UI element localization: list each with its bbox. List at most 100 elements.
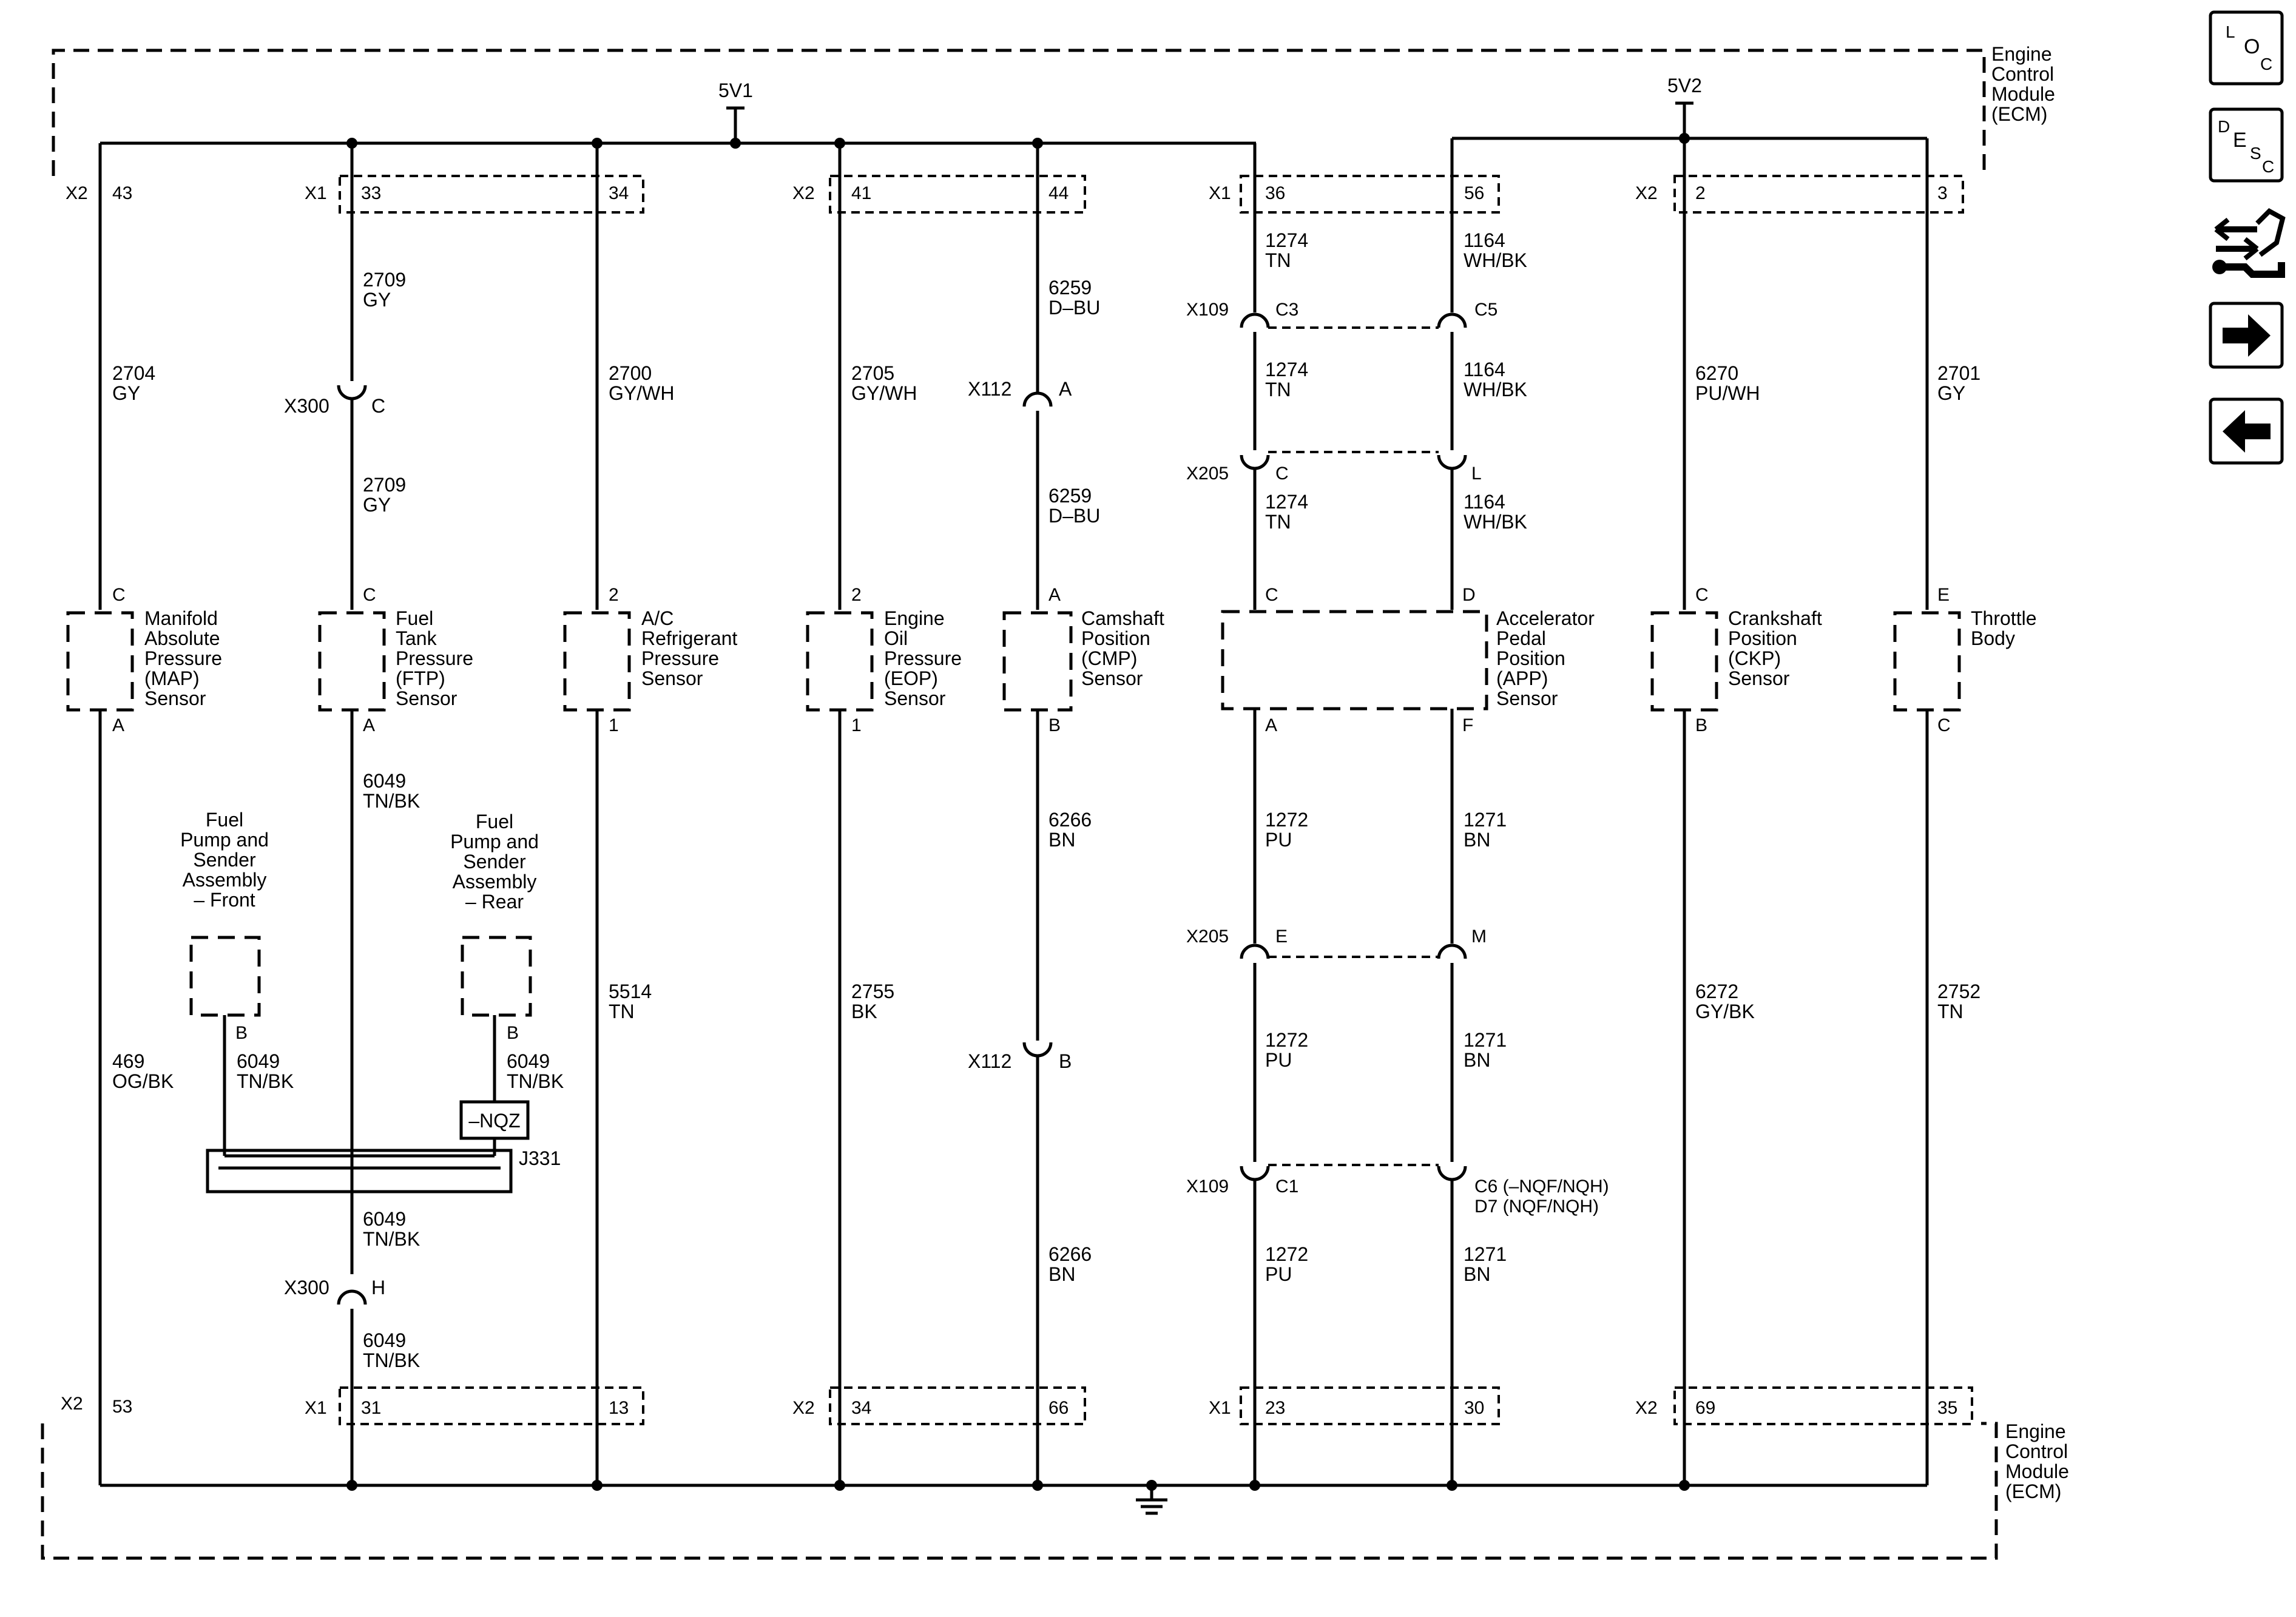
x205-m-connector bbox=[1437, 944, 1467, 959]
svg-text:TN/BK: TN/BK bbox=[507, 1070, 564, 1092]
svg-text:Sender: Sender bbox=[463, 851, 526, 873]
svg-text:X1: X1 bbox=[305, 1398, 327, 1418]
x109-c1-connector bbox=[1240, 1166, 1270, 1181]
svg-text:Module: Module bbox=[1991, 83, 2055, 105]
svg-text:X300: X300 bbox=[284, 395, 329, 417]
svg-text:33: 33 bbox=[361, 183, 381, 203]
svg-text:5V2: 5V2 bbox=[1667, 75, 1702, 96]
ecm-top-module-outline bbox=[52, 49, 1986, 176]
svg-text:5V1: 5V1 bbox=[718, 79, 753, 101]
svg-text:6270: 6270 bbox=[1695, 362, 1738, 384]
ground-symbol bbox=[1136, 1485, 1167, 1515]
app-pin-f: F bbox=[1462, 715, 1473, 735]
x205-e-connector bbox=[1240, 944, 1270, 959]
svg-text:53: 53 bbox=[112, 1397, 132, 1417]
svg-text:6049: 6049 bbox=[363, 1208, 406, 1230]
svg-text:Engine: Engine bbox=[2005, 1420, 2066, 1442]
next-page-button[interactable] bbox=[2209, 302, 2284, 369]
svg-text:Accelerator: Accelerator bbox=[1496, 607, 1595, 629]
svg-text:WH/BK: WH/BK bbox=[1464, 511, 1527, 533]
svg-text:GY: GY bbox=[363, 289, 391, 311]
svg-text:Crankshaft: Crankshaft bbox=[1728, 607, 1822, 629]
svg-text:Sensor: Sensor bbox=[1081, 667, 1143, 689]
eop-sensor-label: Engine Oil Pressure (EOP) Sensor bbox=[884, 607, 962, 709]
svg-text:(CMP): (CMP) bbox=[1081, 647, 1137, 669]
svg-text:2705: 2705 bbox=[851, 362, 894, 384]
svg-text:3: 3 bbox=[1937, 183, 1948, 203]
x112-b-connector bbox=[1022, 1042, 1053, 1058]
svg-text:1164: 1164 bbox=[1464, 359, 1505, 380]
x109-c3-connector bbox=[1240, 312, 1270, 328]
svg-text:Engine: Engine bbox=[884, 607, 945, 629]
svg-text:Camshaft: Camshaft bbox=[1081, 607, 1164, 629]
ac-sensor-label: A/C Refrigerant Pressure Sensor bbox=[641, 607, 737, 689]
fuel-pump-rear-body bbox=[461, 936, 532, 1017]
app-pin-d: D bbox=[1462, 585, 1476, 605]
ftp-pin-top: C bbox=[363, 585, 376, 605]
svg-text:D–BU: D–BU bbox=[1048, 505, 1100, 527]
svg-text:X2: X2 bbox=[61, 1394, 83, 1414]
loc-button[interactable]: L O C bbox=[2209, 10, 2284, 86]
app-sensor-body bbox=[1221, 610, 1488, 711]
svg-text:Pump and: Pump and bbox=[180, 829, 269, 851]
svg-text:56: 56 bbox=[1464, 183, 1484, 203]
svg-text:X2: X2 bbox=[1635, 183, 1658, 203]
previous-page-button[interactable] bbox=[2209, 397, 2284, 465]
svg-text:Sender: Sender bbox=[193, 849, 256, 871]
throttle-body-outline bbox=[1893, 611, 1961, 712]
x205-l-connector bbox=[1437, 454, 1467, 470]
svg-text:TN: TN bbox=[1265, 379, 1291, 400]
5v2-supply: 5V2 bbox=[1667, 75, 1702, 144]
svg-text:2755: 2755 bbox=[851, 981, 894, 1002]
svg-text:BN: BN bbox=[1048, 1263, 1075, 1285]
svg-text:X2: X2 bbox=[792, 1398, 815, 1418]
svg-text:C1: C1 bbox=[1275, 1176, 1298, 1197]
svg-text:31: 31 bbox=[361, 1398, 381, 1418]
svg-text:E: E bbox=[2233, 129, 2247, 152]
svg-text:X1: X1 bbox=[305, 183, 327, 203]
svg-text:Fuel: Fuel bbox=[206, 809, 243, 831]
svg-text:Sensor: Sensor bbox=[884, 687, 946, 709]
svg-text:Position: Position bbox=[1081, 627, 1150, 649]
svg-text:36: 36 bbox=[1265, 183, 1285, 203]
map-pin-top: C bbox=[112, 585, 126, 605]
svg-text:X1: X1 bbox=[1209, 183, 1231, 203]
svg-text:34: 34 bbox=[851, 1398, 871, 1418]
svg-text:– Rear: – Rear bbox=[465, 891, 524, 913]
svg-text:1272: 1272 bbox=[1265, 1029, 1308, 1051]
j331-label: J331 bbox=[519, 1147, 561, 1169]
svg-text:1271: 1271 bbox=[1464, 809, 1507, 831]
5v1-supply: 5V1 bbox=[718, 79, 753, 149]
arrow-right-icon bbox=[2223, 314, 2271, 357]
svg-text:TN: TN bbox=[1265, 249, 1291, 271]
svg-text:Pressure: Pressure bbox=[396, 647, 473, 669]
svg-text:(CKP): (CKP) bbox=[1728, 647, 1781, 669]
svg-text:1274: 1274 bbox=[1265, 359, 1308, 380]
connector-tool-icon[interactable] bbox=[2212, 208, 2286, 278]
svg-text:BN: BN bbox=[1464, 1049, 1490, 1071]
svg-text:6272: 6272 bbox=[1695, 981, 1738, 1002]
ftp-sensor-label: Fuel Tank Pressure (FTP) Sensor bbox=[396, 607, 473, 709]
desc-button[interactable]: D E S C bbox=[2209, 107, 2284, 183]
svg-text:TN/BK: TN/BK bbox=[363, 1228, 420, 1250]
svg-text:(ECM): (ECM) bbox=[1991, 103, 2047, 125]
svg-text:X205: X205 bbox=[1186, 927, 1229, 947]
svg-text:Sensor: Sensor bbox=[396, 687, 458, 709]
svg-text:X2: X2 bbox=[1635, 1398, 1658, 1418]
svg-text:C5: C5 bbox=[1474, 300, 1497, 320]
svg-text:C3: C3 bbox=[1275, 300, 1298, 320]
cmp-sensor-label: Camshaft Position (CMP) Sensor bbox=[1081, 607, 1164, 689]
